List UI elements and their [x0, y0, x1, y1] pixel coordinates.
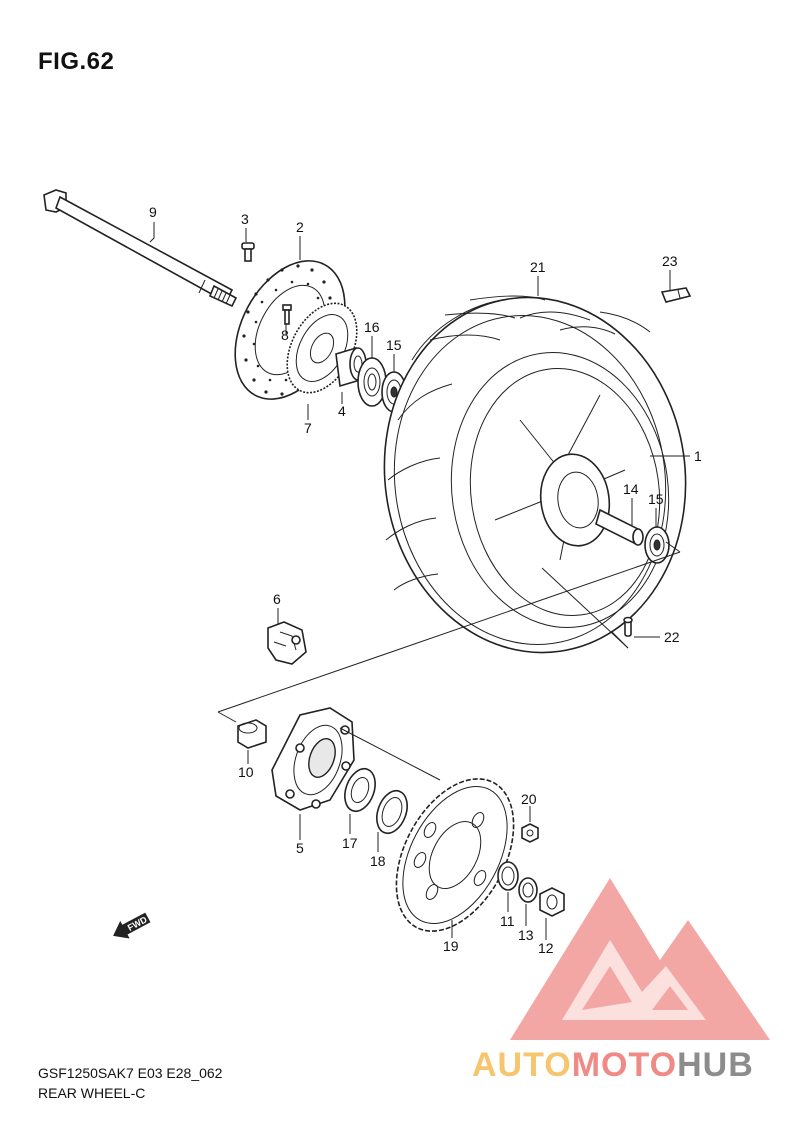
callout-8: 8 — [281, 327, 289, 343]
part-bearing-16[interactable] — [357, 357, 387, 407]
part-washer-11[interactable] — [497, 861, 519, 891]
part-spacer-14[interactable] — [595, 508, 644, 546]
callout-15-upper: 15 — [386, 337, 402, 353]
part-washer-13[interactable] — [518, 877, 538, 903]
callout-17: 17 — [342, 835, 358, 851]
callout-6: 6 — [273, 591, 281, 607]
callout-5: 5 — [296, 840, 304, 856]
diagram-footer: GSF1250SAK7 E03 E28_062 REAR WHEEL-C — [38, 1063, 222, 1103]
part-bolt-small[interactable] — [282, 304, 292, 325]
part-sprocket-mount[interactable] — [271, 707, 355, 811]
watermark-text: AUTOMOTOHUB — [472, 1046, 754, 1085]
part-bearing-15-right[interactable] — [644, 526, 670, 564]
part-damper[interactable] — [237, 719, 267, 749]
callout-numbers: 1 2 3 4 5 6 7 8 9 10 11 12 13 14 15 15 1… — [149, 204, 702, 956]
callout-16: 16 — [364, 319, 380, 335]
callout-21: 21 — [530, 259, 546, 275]
callout-1: 1 — [694, 448, 702, 464]
callout-7: 7 — [304, 420, 312, 436]
callout-22: 22 — [664, 629, 680, 645]
part-axle[interactable] — [43, 189, 238, 308]
figure-title: FIG.62 — [38, 48, 115, 75]
part-bolt-disc[interactable] — [241, 242, 255, 262]
callout-12: 12 — [538, 940, 554, 956]
watermark-text-hub: HUB — [677, 1046, 754, 1084]
callout-18: 18 — [370, 853, 386, 869]
callout-9: 9 — [149, 204, 157, 220]
callout-20: 20 — [521, 791, 537, 807]
part-oil-seal[interactable] — [371, 787, 412, 838]
callout-10: 10 — [238, 764, 254, 780]
part-sprocket-nut-20[interactable] — [521, 823, 539, 843]
section-name: REAR WHEEL-C — [38, 1085, 146, 1101]
callout-15-lower: 15 — [648, 491, 664, 507]
leader-lines — [149, 222, 690, 940]
part-caliper-bracket[interactable] — [267, 621, 307, 665]
part-tire[interactable] — [362, 278, 709, 672]
watermark-text-moto: MOTO — [571, 1046, 678, 1084]
callout-4: 4 — [338, 403, 346, 419]
part-valve[interactable] — [623, 616, 633, 637]
part-bearing-17[interactable] — [339, 765, 380, 816]
part-wheel-rim[interactable] — [434, 338, 686, 641]
watermark-logo — [510, 878, 770, 1040]
callout-3: 3 — [241, 211, 249, 227]
model-code: GSF1250SAK7 E03 E28_062 — [38, 1065, 223, 1081]
watermark-text-auto: AUTO — [472, 1046, 572, 1084]
callout-11: 11 — [500, 913, 515, 929]
callout-19: 19 — [443, 938, 459, 954]
callout-13: 13 — [518, 927, 534, 943]
callout-14: 14 — [623, 481, 639, 497]
callout-2: 2 — [296, 219, 304, 235]
assembly-guide-lines — [217, 541, 681, 781]
part-balance-weight[interactable] — [660, 287, 692, 303]
part-axle-nut-12[interactable] — [539, 887, 565, 917]
fwd-arrow: FWD — [113, 912, 151, 939]
callout-23: 23 — [662, 253, 678, 269]
